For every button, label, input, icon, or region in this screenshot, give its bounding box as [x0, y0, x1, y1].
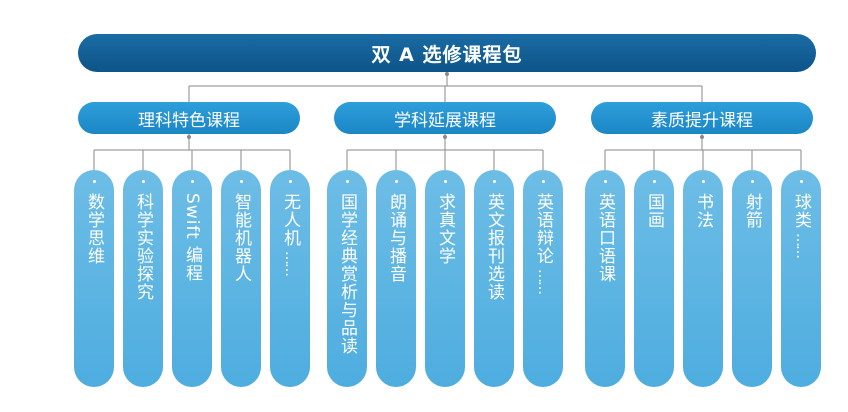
leaf-node: 无人机 ……: [270, 170, 310, 387]
bullet-dot: [288, 180, 292, 183]
category-node-extension: 学科延展课程: [334, 102, 556, 134]
leaf-label: 智能机器人: [231, 193, 251, 283]
leaf-node: 求真文学: [425, 170, 465, 387]
bullet-dot: [652, 180, 656, 183]
bullet-dot: [701, 180, 705, 183]
bullet-dot: [239, 180, 243, 183]
leaf-node: 英文报刊选读: [474, 170, 514, 387]
category-title: 学科延展课程: [394, 110, 496, 131]
leaf-node: 科学实验探究: [123, 170, 163, 387]
bullet-dot: [443, 180, 447, 183]
leaf-label: 国学经典赏析与品读: [337, 193, 357, 355]
category-title: 素质提升课程: [651, 110, 753, 131]
category-node-science: 理科特色课程: [78, 102, 300, 134]
leaf-label: Swift 编程: [182, 193, 202, 283]
leaf-node: 英语辩论 ……: [523, 170, 563, 387]
bullet-dot: [394, 180, 398, 183]
leaf-node: 球类 ……: [781, 170, 821, 387]
junction-dot: [445, 72, 449, 76]
leaf-label: 朗诵与播音: [386, 193, 406, 283]
leaf-node: Swift 编程: [172, 170, 212, 387]
bullet-dot: [492, 180, 496, 183]
ellipsis-mark: ……: [793, 233, 809, 257]
leaf-label: 英语辩论: [533, 193, 553, 265]
leaf-label: 无人机: [280, 193, 300, 247]
bullet-dot: [799, 180, 803, 183]
leaf-label: 球类: [791, 193, 811, 229]
root-title: 双 A 选修课程包: [371, 43, 523, 66]
category-title: 理科特色课程: [138, 110, 240, 131]
junction-dot: [187, 135, 191, 139]
leaf-node: 数学思维: [74, 170, 114, 387]
bullet-dot: [190, 180, 194, 183]
leaf-label: 射箭: [742, 193, 762, 229]
junction-dot: [700, 135, 704, 139]
leaf-label: 科学实验探究: [133, 193, 153, 301]
bullet-dot: [92, 180, 96, 183]
leaf-label: 国画: [644, 193, 664, 229]
leaf-node: 国画: [634, 170, 674, 387]
leaf-label: 英语口语课: [595, 193, 615, 283]
leaf-label: 英文报刊选读: [484, 193, 504, 301]
leaf-label: 数学思维: [84, 193, 104, 265]
leaf-node: 英语口语课: [585, 170, 625, 387]
leaf-node: 书法: [683, 170, 723, 387]
ellipsis-mark: ……: [535, 269, 551, 293]
bullet-dot: [141, 180, 145, 183]
bullet-dot: [541, 180, 545, 183]
leaf-node: 国学经典赏析与品读: [327, 170, 367, 387]
bullet-dot: [603, 180, 607, 183]
leaf-label: 书法: [693, 193, 713, 229]
bullet-dot: [750, 180, 754, 183]
leaf-label: 求真文学: [435, 193, 455, 265]
junction-dot: [443, 135, 447, 139]
ellipsis-mark: ……: [282, 251, 298, 275]
leaf-node: 射箭: [732, 170, 772, 387]
bullet-dot: [345, 180, 349, 183]
root-node: 双 A 选修课程包: [78, 34, 816, 72]
leaf-node: 智能机器人: [221, 170, 261, 387]
leaf-node: 朗诵与播音: [376, 170, 416, 387]
category-node-quality: 素质提升课程: [591, 102, 813, 134]
